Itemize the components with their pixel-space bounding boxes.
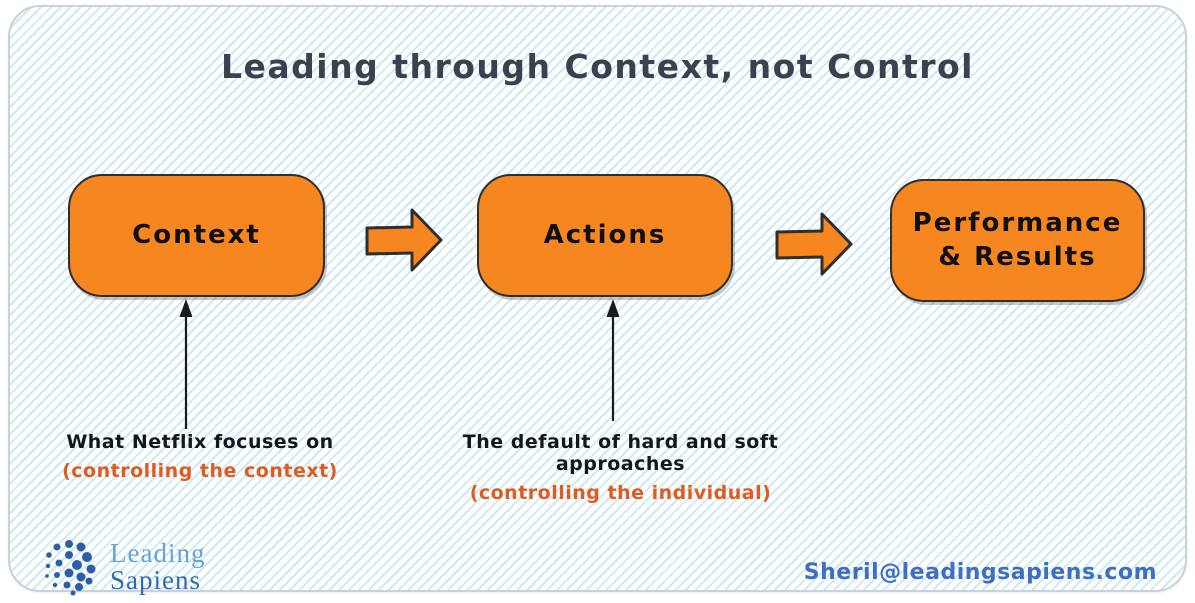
diagram-title: Leading through Context, not Control xyxy=(221,47,974,86)
box-performance-label-line2: & Results xyxy=(938,241,1097,272)
annotation-context-subtext: (controlling the context) xyxy=(62,460,338,482)
box-actions-label: Actions xyxy=(543,219,667,250)
logo-word-sapiens: Sapiens xyxy=(110,565,201,595)
box-actions: Actions xyxy=(477,174,733,297)
contact-email: Sheril@leadingsapiens.com xyxy=(803,560,1157,585)
annotation-context-text: What Netflix focuses on xyxy=(66,431,334,453)
box-performance-results: Performance & Results xyxy=(890,179,1145,302)
box-context: Context xyxy=(68,174,325,297)
box-performance-label-line1: Performance xyxy=(912,207,1123,238)
box-context-label: Context xyxy=(132,219,261,250)
logo-wordmark: Leading Sapiens xyxy=(110,540,205,594)
right-block-arrow-icon xyxy=(775,212,853,276)
up-line-arrow-icon xyxy=(179,299,193,429)
annotation-context: What Netflix focuses on (controlling the… xyxy=(50,431,350,482)
right-block-arrow-icon xyxy=(365,208,443,272)
up-line-arrow-icon xyxy=(606,299,620,421)
logo-word-leading: Leading xyxy=(110,538,206,568)
dots-globe-logo-icon xyxy=(45,540,96,596)
annotation-actions-text: The default of hard and soft approaches xyxy=(462,431,779,475)
infographic-card: Leading through Context, not Control Con… xyxy=(8,5,1187,596)
annotation-actions-subtext: (controlling the individual) xyxy=(469,482,772,504)
annotation-actions: The default of hard and soft approaches … xyxy=(398,431,843,504)
leading-sapiens-logo: Leading Sapiens xyxy=(40,538,205,596)
